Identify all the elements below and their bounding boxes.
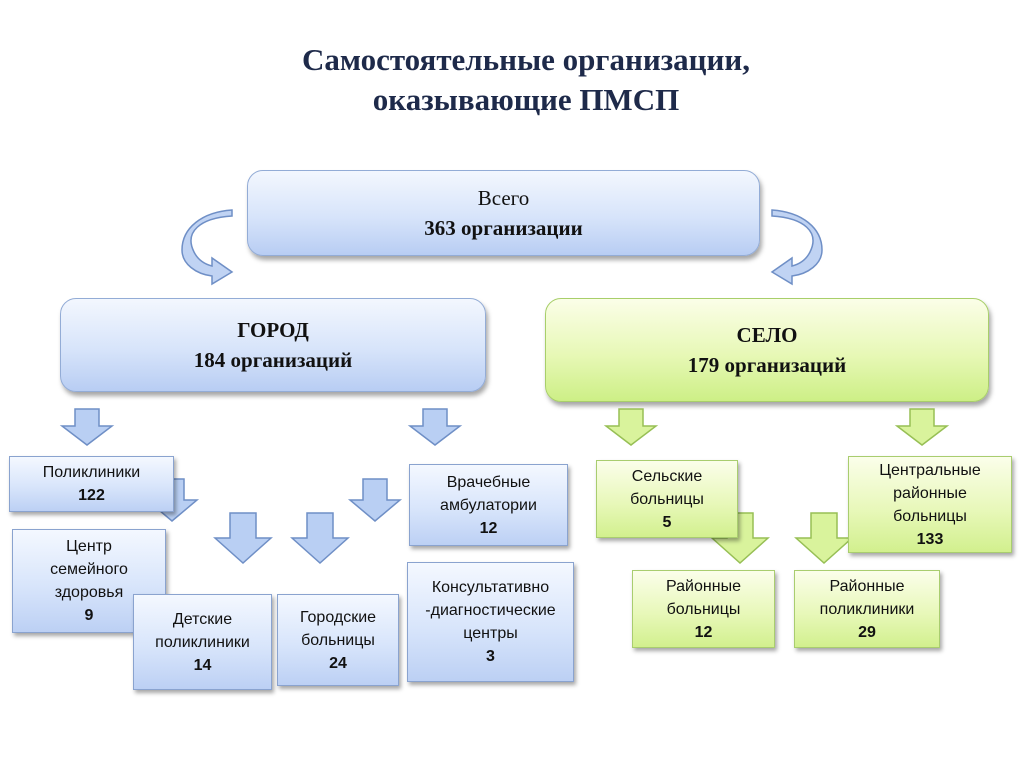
down-arrow-icon xyxy=(59,408,115,446)
city-hospitals-box: Городские больницы 24 xyxy=(277,594,399,686)
city-hospitals-value: 24 xyxy=(329,654,347,672)
down-arrow-icon xyxy=(894,408,950,446)
curved-arrow-left-icon xyxy=(181,209,234,286)
rural-hospitals-value: 5 xyxy=(662,513,672,531)
down-arrow-icon xyxy=(290,512,350,565)
district-polyclinics-line-2: поликлиники xyxy=(819,600,915,618)
district-polyclinics-value: 29 xyxy=(858,623,876,641)
rural-hospitals-line-2: больницы xyxy=(630,490,704,508)
ambulatories-line-2: амбулатории xyxy=(440,496,537,514)
central-district-hospitals-line-1: Центральные xyxy=(879,461,981,479)
down-arrow-icon xyxy=(603,408,659,446)
central-district-hospitals-line-3: больницы xyxy=(893,507,967,525)
diagnostic-centers-box: Консультативно -диагностические центры 3 xyxy=(407,562,574,682)
down-arrow-icon xyxy=(213,512,273,565)
diagnostic-centers-line-2: -диагностические xyxy=(425,602,556,619)
children-polyclinics-box: Детские поликлиники 14 xyxy=(133,594,272,690)
total-box: Всего 363 организации xyxy=(247,170,760,256)
district-hospitals-value: 12 xyxy=(694,623,713,641)
central-district-hospitals-value: 133 xyxy=(916,530,944,548)
central-district-hospitals-box: Центральные районные больницы 133 xyxy=(848,456,1012,553)
diagnostic-centers-value: 3 xyxy=(486,648,495,665)
health-center-line-2: семейного xyxy=(50,561,128,578)
down-arrow-icon xyxy=(794,512,854,565)
district-hospitals-box: Районные больницы 12 xyxy=(632,570,775,648)
children-polyclinics-line-2: поликлиники xyxy=(155,633,250,651)
health-center-value: 9 xyxy=(84,607,94,624)
health-center-line-1: Центр xyxy=(66,538,112,555)
city-value: 184 организаций xyxy=(193,348,353,372)
district-polyclinics-line-1: Районные xyxy=(829,577,905,595)
village-label: СЕЛО xyxy=(736,323,798,347)
curved-arrow-right-icon xyxy=(770,209,823,286)
district-hospitals-line-1: Районные xyxy=(666,577,741,595)
district-polyclinics-box: Районные поликлиники 29 xyxy=(794,570,940,648)
rural-hospitals-line-1: Сельские xyxy=(631,467,703,485)
children-polyclinics-line-1: Детские xyxy=(172,610,233,628)
central-district-hospitals-line-2: районные xyxy=(893,484,967,502)
page-title: Самостоятельные организации, оказывающие… xyxy=(0,40,1024,120)
polyclinics-box: Поликлиники 122 xyxy=(9,456,174,512)
total-label: Всего xyxy=(477,186,530,210)
health-center-line-3: здоровья xyxy=(54,584,124,601)
rural-hospitals-box: Сельские больницы 5 xyxy=(596,460,738,538)
health-center-box: Центр семейного здоровья 9 xyxy=(12,529,166,633)
city-label: ГОРОД xyxy=(237,318,309,342)
title-line-2: оказывающие ПМСП xyxy=(372,82,680,117)
ambulatories-value: 12 xyxy=(479,519,498,537)
village-value: 179 организаций xyxy=(687,353,847,377)
down-arrow-icon xyxy=(407,408,463,446)
total-value: 363 организации xyxy=(424,216,583,240)
diagnostic-centers-line-3: центры xyxy=(463,625,518,642)
city-box: ГОРОД 184 организаций xyxy=(60,298,486,392)
city-hospitals-line-2: больницы xyxy=(301,631,375,649)
diagnostic-centers-line-1: Консультативно xyxy=(431,579,550,596)
down-arrow-icon xyxy=(347,478,403,522)
village-box: СЕЛО 179 организаций xyxy=(545,298,989,402)
children-polyclinics-value: 14 xyxy=(193,656,212,674)
polyclinics-value: 122 xyxy=(78,487,105,504)
down-arrow-icon xyxy=(710,512,770,565)
title-line-1: Самостоятельные организации, xyxy=(301,42,751,77)
ambulatories-line-1: Врачебные xyxy=(446,473,531,491)
district-hospitals-line-2: больницы xyxy=(666,600,741,618)
polyclinics-label: Поликлиники xyxy=(42,464,141,481)
city-hospitals-line-1: Городские xyxy=(299,608,377,626)
ambulatories-box: Врачебные амбулатории 12 xyxy=(409,464,568,546)
